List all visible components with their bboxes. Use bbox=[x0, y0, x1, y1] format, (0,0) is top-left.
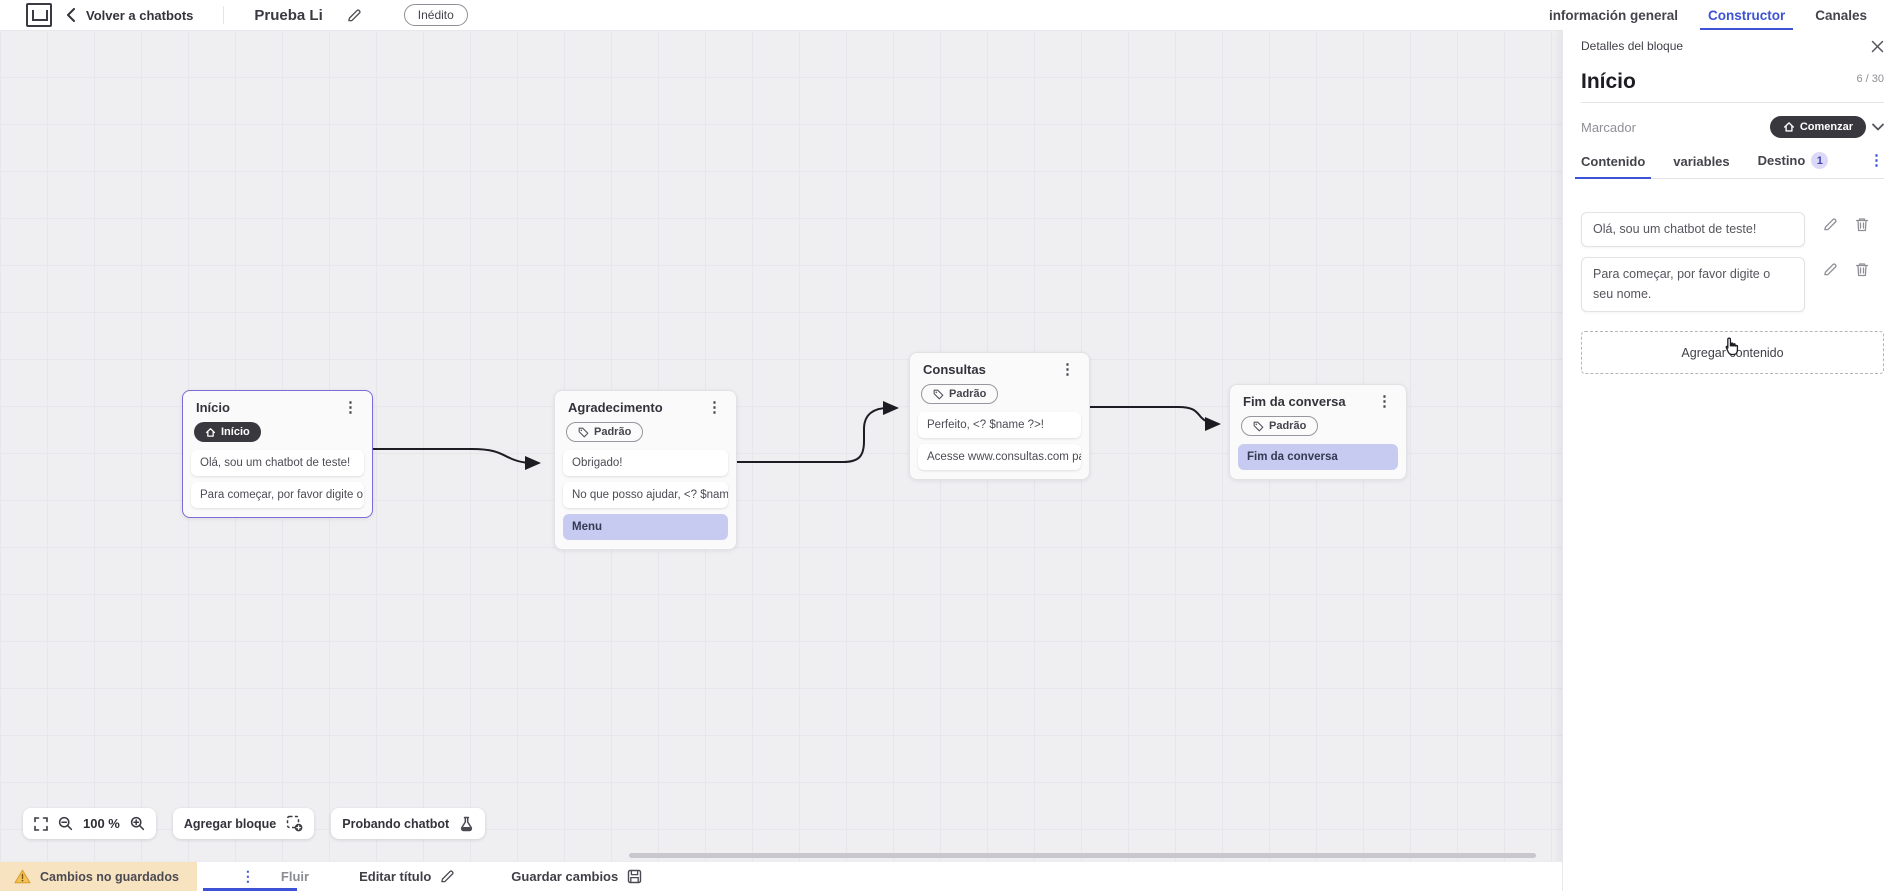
back-to-chatbots-button[interactable]: Volver a chatbots bbox=[66, 8, 193, 23]
save-icon bbox=[627, 869, 642, 884]
node-menu-icon[interactable]: ⋮ bbox=[707, 399, 722, 416]
node-fim-da-conversa[interactable]: Fim da conversa ⋮ Padrão Fim da conversa bbox=[1229, 384, 1407, 480]
node-menu-icon[interactable]: ⋮ bbox=[343, 399, 358, 416]
block-counter: 6 / 30 bbox=[1856, 73, 1884, 85]
horizontal-scrollbar[interactable] bbox=[629, 853, 1536, 858]
panel-menu-icon[interactable]: ⋮ bbox=[1869, 152, 1884, 169]
edit-content-icon[interactable] bbox=[1823, 217, 1838, 232]
content-text-box[interactable]: Para começar, por favor digite o seu nom… bbox=[1581, 257, 1805, 313]
node-message-row[interactable]: Perfeito, <? $name ?>! bbox=[918, 411, 1081, 438]
divider bbox=[1581, 102, 1884, 103]
status-badge: Inédito bbox=[403, 4, 468, 26]
block-details-panel: Detalles del bloque Início 6 / 30 Marcad… bbox=[1562, 30, 1901, 891]
node-menu-icon[interactable]: ⋮ bbox=[1060, 361, 1075, 378]
node-inicio[interactable]: Início ⋮ Início Olá, sou um chatbot de t… bbox=[182, 390, 373, 518]
node-consultas[interactable]: Consultas ⋮ Padrão Perfeito, <? $name ?>… bbox=[909, 352, 1090, 480]
node-message-row[interactable]: Para começar, por favor digite o ... bbox=[191, 481, 364, 508]
node-title: Início bbox=[196, 400, 230, 415]
panel-tabs: Contenido variables Destino 1 ⋮ bbox=[1574, 151, 1884, 179]
close-icon[interactable] bbox=[1871, 40, 1884, 53]
destino-count-badge: 1 bbox=[1811, 152, 1829, 169]
test-chatbot-label: Probando chatbot bbox=[342, 816, 450, 831]
bottom-bar: Cambios no guardados ⋮ Fluir Editar títu… bbox=[0, 861, 1562, 891]
top-bar: Volver a chatbots Prueba Li Inédito info… bbox=[0, 0, 1901, 30]
type-badge: Padrão bbox=[921, 384, 999, 404]
zoom-level: 100 % bbox=[83, 816, 120, 831]
tab-informacion-general[interactable]: información general bbox=[1548, 7, 1678, 23]
tab-constructor[interactable]: Constructor bbox=[1699, 0, 1794, 30]
flask-icon bbox=[459, 816, 474, 832]
divider bbox=[223, 6, 225, 24]
tab-contenido[interactable]: Contenido bbox=[1574, 154, 1652, 179]
app-logo bbox=[26, 3, 52, 27]
tab-variables[interactable]: variables bbox=[1673, 154, 1730, 169]
node-message-row[interactable]: Obrigado! bbox=[563, 449, 728, 476]
marker-value-button[interactable]: Comenzar bbox=[1769, 116, 1866, 138]
block-title: Início bbox=[1581, 70, 1636, 93]
warning-icon bbox=[14, 869, 31, 884]
content-row: Para começar, por favor digite o seu nom… bbox=[1581, 257, 1884, 313]
content-text-box[interactable]: Olá, sou um chatbot de teste! bbox=[1581, 212, 1805, 248]
node-menu-icon[interactable]: ⋮ bbox=[1377, 393, 1392, 410]
type-badge: Padrão bbox=[566, 422, 644, 442]
edit-content-icon[interactable] bbox=[1823, 262, 1838, 277]
content-list: Olá, sou um chatbot de teste! Para começ… bbox=[1581, 212, 1884, 375]
canvas-controls: 100 % Agregar bloque Probando chatbot bbox=[23, 808, 486, 839]
warning-label: Cambios no guardados bbox=[40, 869, 179, 884]
chatbot-title: Prueba Li bbox=[254, 6, 323, 24]
content-row: Olá, sou um chatbot de teste! bbox=[1581, 212, 1884, 248]
node-message-row[interactable]: Acesse www.consultas.com par... bbox=[918, 443, 1081, 470]
add-content-button[interactable]: Agregar contenido bbox=[1581, 331, 1884, 375]
fullscreen-icon[interactable] bbox=[34, 816, 48, 831]
type-badge: Padrão bbox=[1241, 416, 1319, 436]
start-badge: Início bbox=[194, 422, 261, 442]
delete-content-icon[interactable] bbox=[1855, 217, 1869, 232]
node-title: Agradecimento bbox=[568, 400, 663, 415]
back-label: Volver a chatbots bbox=[86, 7, 194, 23]
tag-icon bbox=[1253, 421, 1264, 432]
chevron-left-icon bbox=[66, 8, 76, 22]
tab-destino[interactable]: Destino 1 bbox=[1758, 152, 1829, 178]
top-tabs: información general Constructor Canales bbox=[1549, 0, 1867, 30]
active-tab-underline bbox=[203, 888, 297, 891]
home-icon bbox=[205, 427, 216, 438]
node-message-row[interactable]: No que posso ajudar, <? $name ... bbox=[563, 481, 728, 508]
marker-label: Marcador bbox=[1581, 119, 1636, 135]
add-block-button[interactable]: Agregar bloque bbox=[172, 808, 315, 839]
tab-fluir[interactable]: Fluir bbox=[280, 869, 310, 884]
add-block-label: Agregar bloque bbox=[183, 816, 277, 831]
node-title: Fim da conversa bbox=[1243, 394, 1346, 409]
panel-header-label: Detalles del bloque bbox=[1581, 39, 1684, 53]
node-message-row[interactable]: Olá, sou um chatbot de teste! bbox=[191, 449, 364, 476]
tag-icon bbox=[578, 427, 589, 438]
node-agradecimento[interactable]: Agradecimento ⋮ Padrão Obrigado! No que … bbox=[554, 390, 737, 550]
pencil-icon bbox=[440, 869, 455, 884]
tab-canales[interactable]: Canales bbox=[1815, 7, 1867, 23]
zoom-out-icon[interactable] bbox=[58, 816, 73, 831]
node-end-row[interactable]: Fim da conversa bbox=[1238, 443, 1398, 470]
zoom-in-icon[interactable] bbox=[130, 816, 145, 831]
add-block-icon bbox=[286, 815, 303, 832]
edit-title-icon[interactable] bbox=[347, 8, 362, 23]
node-menu-row[interactable]: Menu bbox=[563, 513, 728, 540]
chevron-down-icon[interactable] bbox=[1872, 123, 1884, 131]
zoom-controls: 100 % bbox=[23, 808, 156, 839]
test-chatbot-button[interactable]: Probando chatbot bbox=[331, 808, 486, 839]
delete-content-icon[interactable] bbox=[1855, 262, 1869, 277]
home-icon bbox=[1783, 121, 1795, 133]
edit-title-button[interactable]: Editar título bbox=[359, 869, 455, 884]
flow-canvas[interactable]: Início ⋮ Início Olá, sou um chatbot de t… bbox=[0, 30, 1562, 861]
tag-icon bbox=[933, 389, 944, 400]
node-title: Consultas bbox=[923, 362, 986, 377]
save-changes-button[interactable]: Guardar cambios bbox=[511, 869, 642, 884]
flow-menu-icon[interactable]: ⋮ bbox=[240, 868, 255, 884]
unsaved-changes-chip: Cambios no guardados bbox=[0, 862, 197, 891]
